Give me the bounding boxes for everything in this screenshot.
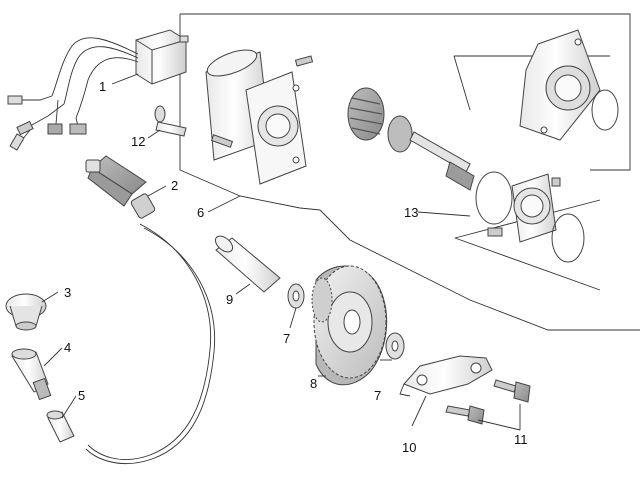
screw-12: [154, 105, 187, 137]
clutch-oring-kit: [475, 171, 585, 263]
callout-labels: 1 12 2 6 13 3 9 7 4 7 5 8 10 11: [64, 79, 528, 455]
callout-6: 6: [197, 205, 204, 220]
callout-5: 5: [78, 388, 85, 403]
ignition-coil: [85, 155, 216, 464]
callout-7-right: 7: [374, 388, 381, 403]
callout-3: 3: [64, 285, 71, 300]
callout-2: 2: [171, 178, 178, 193]
callout-11: 11: [514, 432, 528, 447]
spark-plug-cap-boot: [5, 293, 47, 331]
leader-lines: [41, 73, 521, 431]
callout-1: 1: [99, 79, 106, 94]
callout-10: 10: [402, 440, 416, 455]
shaft: [214, 235, 281, 293]
gear: [311, 265, 388, 386]
callout-12: 12: [131, 134, 145, 149]
cover-plate-with-seal: [519, 29, 619, 141]
callout-9: 9: [226, 292, 233, 307]
callout-4: 4: [64, 340, 71, 355]
cdi-unit-with-harness: [7, 29, 189, 151]
washer-7-left: [287, 283, 305, 309]
starter-motor: [205, 49, 314, 185]
callout-7-left: 7: [283, 331, 290, 346]
bolt-11-upper: [493, 379, 531, 403]
callout-8: 8: [310, 376, 317, 391]
bracket: [399, 355, 493, 397]
spark-plug-cap: [11, 348, 52, 401]
starter-drive-bendix: [347, 87, 475, 191]
callout-13: 13: [404, 205, 418, 220]
lead-end-cap: [46, 410, 75, 443]
bolt-11-lower: [445, 405, 485, 425]
washer-7-right: [385, 332, 405, 360]
